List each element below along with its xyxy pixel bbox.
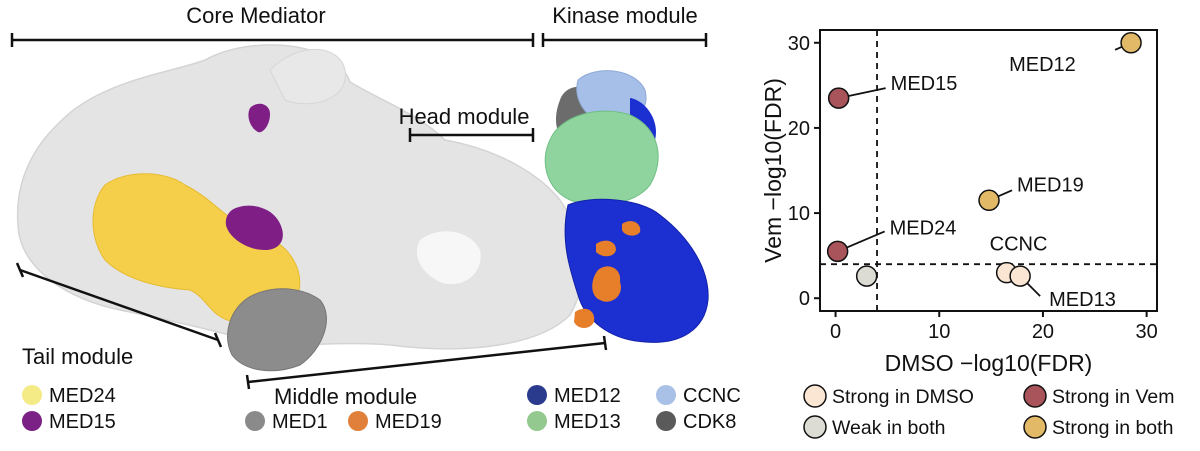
y-tick-label: 10 [788,203,810,225]
structure-legend-item-med24: MED24 [22,385,116,407]
middle-module-bracket [245,335,608,390]
scatter-legend-label: Strong in DMSO [832,386,974,408]
structure-legend-item-ccnc: CCNC [656,385,741,407]
structure-legend-label: MED12 [554,385,621,407]
structure-legend-label: MED19 [375,411,442,433]
structure-legend-label: MED24 [49,385,116,407]
core-mediator-lobe [269,48,346,105]
head-module-bracket [408,128,535,142]
x-tick-label: 30 [1136,321,1158,343]
kinase-module-label: Kinase module [552,3,698,28]
scatter-legend-swatch [803,384,827,408]
structure-legend-swatch [527,411,547,431]
structure-legend-swatch [527,385,547,405]
point-label-med19: MED19 [1017,174,1084,196]
mediator-structure-panel [16,44,709,372]
med13-density [544,110,659,206]
scatter-legend-label: Strong in both [1052,417,1173,439]
module-brackets [10,33,708,390]
structure-legend-item-med13: MED13 [527,411,621,433]
structure-legend-item-med1: MED1 [245,411,328,433]
structure-legend-label: CDK8 [683,411,736,433]
structure-legend-label: MED1 [272,411,328,433]
scatter-legend-item-weak-in-both: Weak in both [803,415,945,439]
scatter-legend-swatch [1023,415,1047,439]
y-tick-label: 20 [788,118,810,140]
structure-legend-swatch [348,411,368,431]
scatter-legend-label: Weak in both [832,417,945,439]
med15-density-top [248,103,270,133]
point-label-ccnc: CCNC [990,234,1048,256]
structure-legend-swatch [656,385,676,405]
head-module-label: Head module [399,104,530,129]
y-tick-label: 30 [788,33,810,55]
structure-legend-label: MED15 [49,411,116,433]
point-unlabeled [855,265,878,287]
scatter-legend-swatch [803,415,827,439]
scatter-legend-swatch [1023,384,1047,408]
core-mediator-bracket [10,33,535,47]
structure-legend-swatch [656,411,676,431]
med1-density [227,288,327,372]
tail-module-bracket [15,262,223,348]
point-med15 [827,87,850,109]
structure-legend-item-med19: MED19 [348,411,442,433]
x-tick-label: 10 [928,321,950,343]
scatter-legend-item-strong-in-both: Strong in both [1023,415,1173,439]
point-label-med12: MED12 [1009,54,1076,76]
med12-density [564,198,709,343]
point-med13 [1009,265,1031,287]
x-tick-label: 0 [830,321,841,343]
structure-legend-swatch [22,385,42,405]
core-mediator-label: Core Mediator [186,3,325,28]
kinase-module-bracket [541,33,708,47]
x-axis-label: DMSO −log10(FDR) [885,350,1093,376]
y-tick-label: 0 [799,288,810,310]
structure-legend-item-cdk8: CDK8 [656,411,736,433]
structure-legend-item-med15: MED15 [22,411,116,433]
scatter-legend-item-strong-in-vem: Strong in Vem [1023,384,1174,408]
structure-legend-label: MED13 [554,411,621,433]
core-mediator-hole [416,231,481,285]
structure-legend-swatch [22,411,42,431]
point-label-med24: MED24 [890,217,957,239]
point-label-med13: MED13 [1049,289,1116,311]
x-tick-label: 20 [1032,321,1054,343]
middle-module-label: Middle module [274,384,417,409]
plot-frame [819,29,1158,312]
point-med12 [1120,32,1142,54]
point-med19 [978,189,1000,212]
y-axis-label: Vem −log10(FDR) [760,78,786,263]
scatter-legend-label: Strong in Vem [1052,386,1174,408]
scatter-legend-item-strong-in-dmso: Strong in DMSO [803,384,974,408]
point-label-med15: MED15 [891,73,958,95]
med15-density-mid [225,205,283,250]
point-med24 [826,240,849,263]
structure-legend-swatch [245,411,265,431]
module-labels: Core Mediator Kinase module Head module … [22,3,698,409]
tail-module-label: Tail module [22,344,133,369]
med19-density [574,221,641,328]
structure-legend-label: CCNC [683,385,741,407]
structure-legend-item-med12: MED12 [527,385,621,407]
